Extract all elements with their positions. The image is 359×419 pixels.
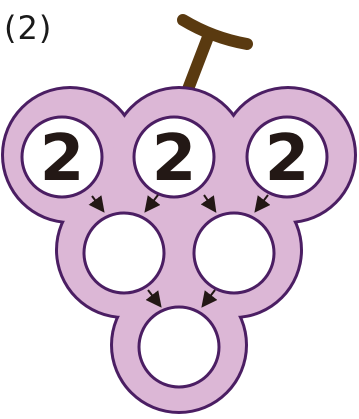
- top-number-1: 2: [40, 122, 85, 196]
- top-number-2: 2: [152, 122, 197, 196]
- top-circle-2: 2: [134, 117, 214, 197]
- middle-circle-2[interactable]: [194, 213, 274, 293]
- top-circle-3: 2: [247, 117, 327, 197]
- middle-circle-1[interactable]: [84, 213, 164, 293]
- bottom-circle[interactable]: [139, 307, 219, 387]
- top-circle-1: 2: [22, 117, 102, 197]
- stem-icon: [183, 20, 247, 97]
- top-number-3: 2: [265, 122, 310, 196]
